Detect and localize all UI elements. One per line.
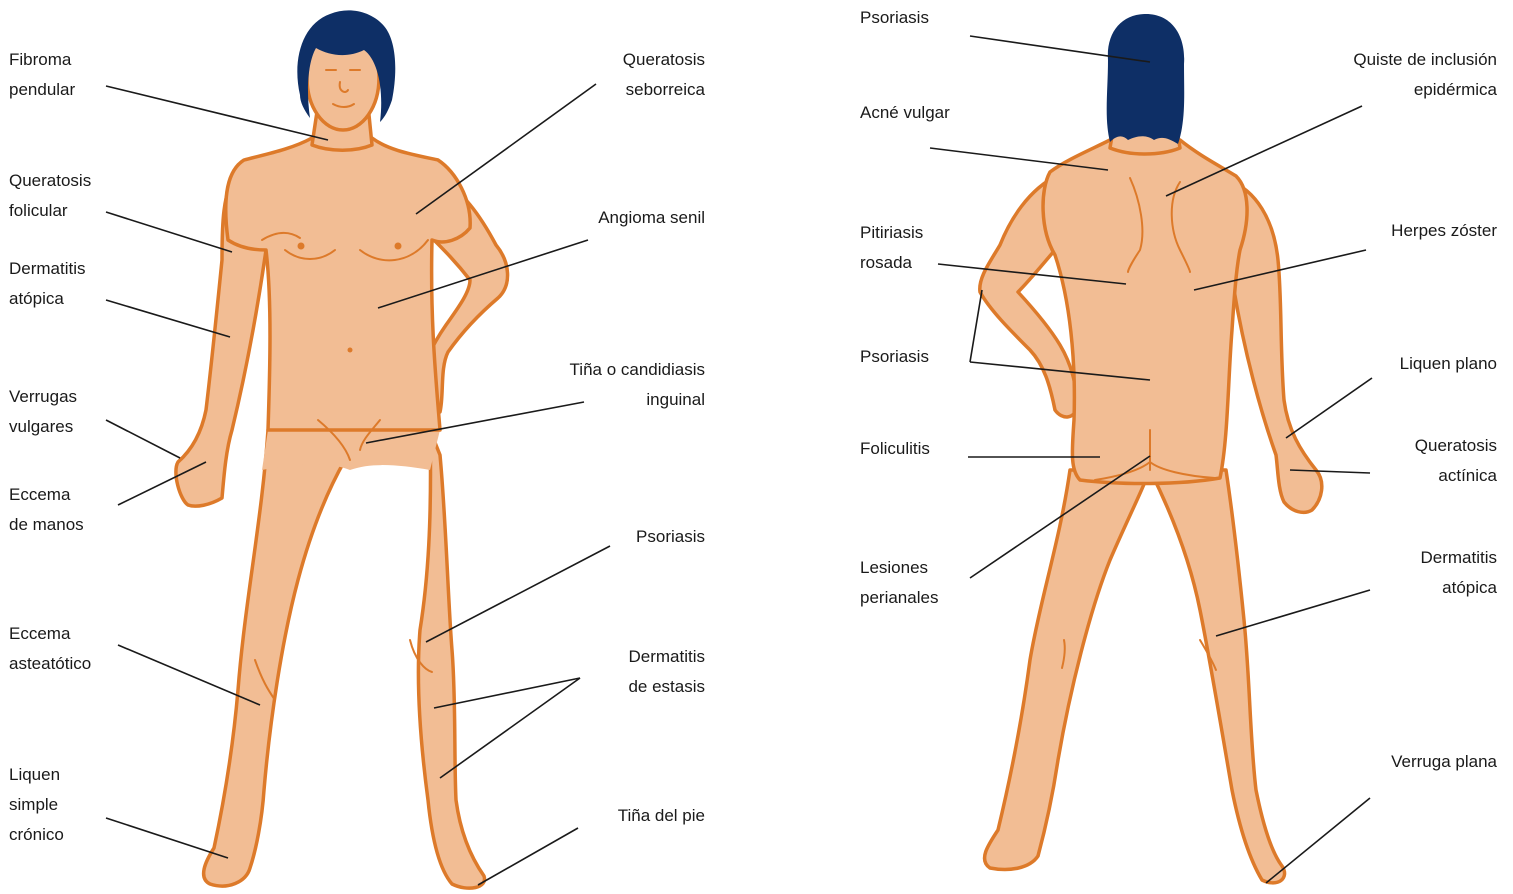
back-left-leg: [985, 470, 1150, 870]
label-liquen-plano: Liquen plano: [1400, 349, 1497, 379]
label-psoriasis-scalp: Psoriasis: [860, 3, 929, 33]
label-psoriasis-front: Psoriasis: [636, 522, 705, 552]
label-herpes-zoster: Herpes zóster: [1391, 216, 1497, 246]
leader-psoriasis-elbow-2: [970, 290, 982, 362]
leader-fibroma: [106, 86, 328, 140]
front-figure: [176, 10, 508, 888]
label-acne-vulgar: Acné vulgar: [860, 98, 950, 128]
front-left-leg: [204, 430, 345, 886]
leader-psoriasis: [426, 546, 610, 642]
back-torso: [1043, 140, 1247, 484]
leader-tina-pie: [478, 828, 578, 885]
label-angioma-senil: Angioma senil: [598, 203, 705, 233]
front-right-leg: [418, 430, 484, 888]
leader-liquen-simple: [106, 818, 228, 858]
back-right-leg: [1150, 470, 1285, 883]
label-foliculitis: Foliculitis: [860, 434, 930, 464]
leader-verrugas: [106, 420, 180, 458]
back-hair: [1107, 14, 1185, 144]
leader-dermatitis-atopica: [106, 300, 230, 337]
leader-verruga-plana: [1266, 798, 1370, 883]
leader-liquen-plano: [1286, 378, 1372, 438]
front-crotch: [262, 430, 440, 470]
leader-queratosis-folicular: [106, 212, 232, 252]
leader-queratosis-seborreica: [416, 84, 596, 214]
label-tina-del-pie: Tiña del pie: [618, 801, 705, 831]
back-figure: [980, 14, 1322, 883]
label-psoriasis-elbow: Psoriasis: [860, 342, 929, 372]
label-verruga-plana: Verruga plana: [1391, 747, 1497, 777]
